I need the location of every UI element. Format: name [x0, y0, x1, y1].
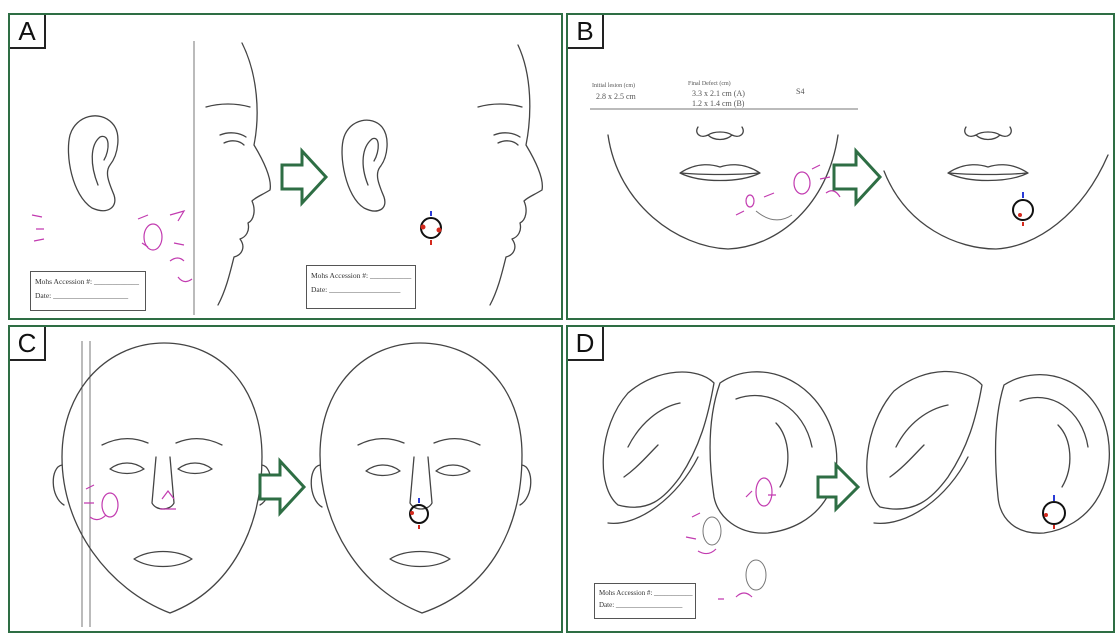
mouth-right-face: [390, 552, 450, 567]
brows-left-face: [102, 439, 222, 445]
panel-label-d: D: [566, 325, 604, 361]
ear-outer-left-d: [603, 372, 714, 507]
panel-label-a: A: [8, 13, 46, 49]
transform-arrow-a: [282, 151, 326, 203]
panel-a: A Mohs Accession #: ____________: [8, 13, 563, 320]
ear-sketch-left: [68, 116, 117, 211]
form-accession-label-d: Mohs Accession #: ___________: [599, 589, 693, 597]
face-outline-left: [62, 343, 262, 613]
ear-inner-right-d2: [1020, 398, 1088, 487]
panel-b: B Initial lesion (cm) 2.8 x 2.5 cm Final…: [566, 13, 1115, 320]
panel-c: C: [8, 325, 563, 633]
panel-c-drawing: [10, 327, 563, 633]
ear-outer-left-d2: [867, 371, 982, 509]
form-accession-label-clean: Mohs Accession #: ___________: [311, 271, 411, 280]
nose-sketch-right: [965, 127, 1012, 140]
mouth-left-face: [134, 552, 192, 567]
brows-right-face: [358, 439, 480, 445]
eyes-left-face: [110, 463, 212, 474]
panel-d: D Mohs Accession #: ___________ Date: __…: [566, 325, 1115, 633]
lips-sketch-left: [680, 165, 760, 181]
chin-sketch-right: [884, 155, 1108, 249]
pen-stroke: [756, 211, 792, 220]
form-date-label-clean: Date: ___________________: [311, 285, 400, 294]
lips-sketch-right: [948, 165, 1028, 181]
ear-helix-left-d2: [874, 405, 968, 523]
ear-outer-right-d2: [996, 375, 1110, 534]
handwritten-ink-c: [84, 485, 176, 520]
ear-inner-left: [92, 136, 108, 185]
lesion-ink-d: [756, 478, 772, 506]
face-outline-right: [320, 343, 522, 613]
lesion-marker-d: [1043, 495, 1065, 529]
profile-sketch-right: [490, 45, 542, 305]
lesion-ink-small: [746, 195, 754, 207]
lesion-marker-c: [410, 498, 428, 529]
lesion-ink-d3: [746, 560, 766, 590]
mohs-form-d: Mohs Accession #: ___________ Date: ____…: [594, 583, 696, 619]
form-accession-label: Mohs Accession #: ____________: [35, 277, 139, 286]
panel-b-drawing: [568, 15, 1115, 320]
ear-inner-right: [363, 138, 378, 185]
lesion-ink-c: [102, 493, 118, 517]
ear-sketch-right: [342, 120, 387, 211]
brow-left-sketch: [206, 104, 250, 107]
form-date-label-d: Date: ___________________: [599, 601, 682, 609]
panel-label-b: B: [566, 13, 604, 49]
ear-inner-right-d: [736, 396, 812, 487]
chin-sketch-left: [608, 135, 838, 249]
lesion-ink-circle-b: [794, 172, 810, 194]
lesion-marker: [421, 211, 442, 245]
panel-label-c: C: [8, 325, 46, 361]
eye-right-sketch: [494, 133, 520, 145]
mohs-form-right: Mohs Accession #: ___________ Date: ____…: [306, 265, 416, 309]
transform-arrow-b: [834, 151, 880, 203]
eyes-right-face: [366, 465, 470, 476]
eye-left-sketch: [220, 133, 246, 145]
brow-right-sketch: [478, 104, 522, 107]
profile-sketch-left: [218, 43, 270, 305]
lesion-ink-d2: [703, 517, 721, 545]
handwritten-ink-b: [736, 165, 840, 215]
mohs-form-left: Mohs Accession #: ____________ Date: ___…: [30, 271, 146, 311]
lesion-marker-b: [1013, 192, 1033, 226]
form-date-label: Date: ____________________: [35, 291, 128, 300]
ear-outer-right-d: [710, 372, 837, 533]
nose-sketch-left: [697, 127, 744, 140]
nose-right-face: [410, 457, 432, 509]
transform-arrow-c: [260, 461, 304, 513]
handwritten-ink-d: [686, 491, 776, 599]
nose-left-face: [152, 457, 174, 509]
